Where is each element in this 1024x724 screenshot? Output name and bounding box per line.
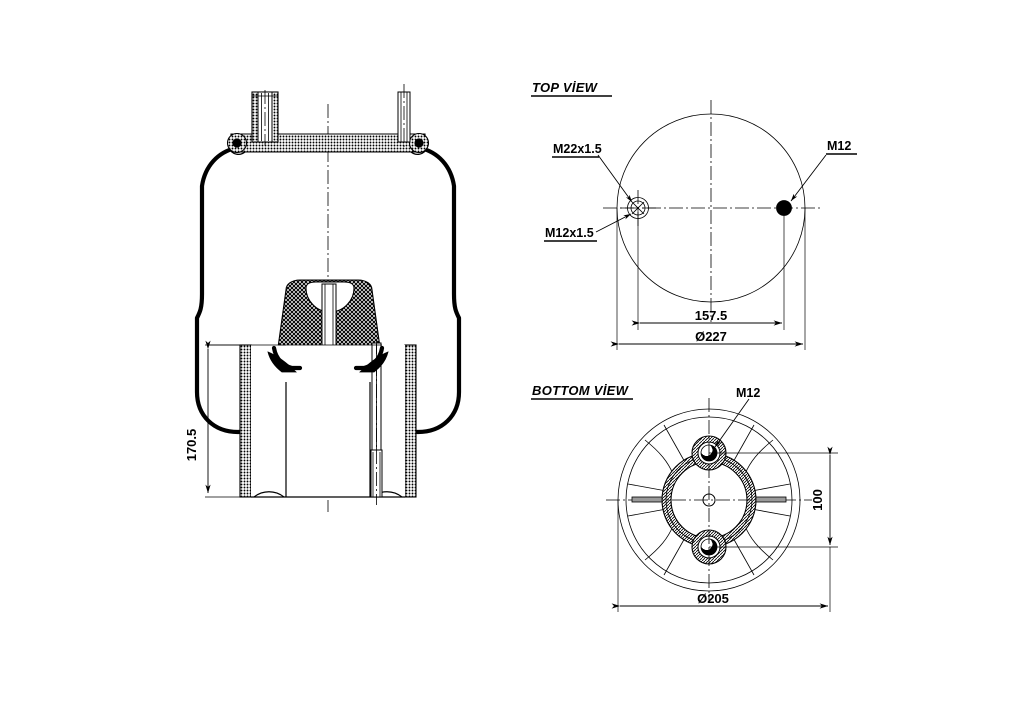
bottom-view-title: BOTTOM VİEW [532, 383, 630, 398]
bead-right-return [410, 147, 428, 155]
air-port-fitting-m22 [251, 90, 279, 146]
dimension-d227: Ø227 [610, 208, 806, 350]
dimension-d205: Ø205 [611, 500, 831, 612]
callout-m12-bottom-label: M12 [736, 386, 760, 400]
dimension-170-5-label: 170.5 [184, 429, 199, 462]
dimension-d205-label: Ø205 [697, 591, 729, 606]
dimension-157-5-label: 157.5 [695, 308, 728, 323]
stud-m12-top [397, 84, 411, 150]
callout-m22: M22x1.5 [552, 142, 633, 203]
callout-m12-top-label: M12 [827, 139, 851, 153]
dimension-100: 100 [709, 446, 838, 548]
cross-section-view: 170.5 [184, 84, 462, 512]
top-view-title: TOP VİEW [532, 80, 599, 95]
bottom-view: BOTTOM VİEW [531, 383, 838, 612]
top-view: TOP VİEW M22x1.5 M12x1.5 [531, 80, 857, 350]
top-plate-right-bead [408, 132, 430, 154]
dimension-100-label: 100 [810, 489, 825, 511]
callout-m12x15-label: M12x1.5 [545, 226, 594, 240]
callout-m12-bottom: M12 [714, 386, 760, 448]
callout-m22-label: M22x1.5 [553, 142, 602, 156]
dimension-157-5: 157.5 [631, 208, 785, 330]
dimension-170-5: 170.5 [184, 340, 248, 498]
clamp-wedge-right [359, 351, 389, 373]
bead-left-return [228, 147, 246, 155]
top-plate-left-bead [226, 132, 248, 154]
piston-cylinder [239, 344, 417, 498]
callout-m12-top: M12 [790, 139, 857, 202]
axis-marker-left [631, 496, 663, 503]
dimension-d227-label: Ø227 [695, 329, 727, 344]
axis-marker-right [755, 496, 787, 503]
clamp-wedge-left [267, 351, 297, 373]
callout-m12x15: M12x1.5 [544, 213, 632, 242]
